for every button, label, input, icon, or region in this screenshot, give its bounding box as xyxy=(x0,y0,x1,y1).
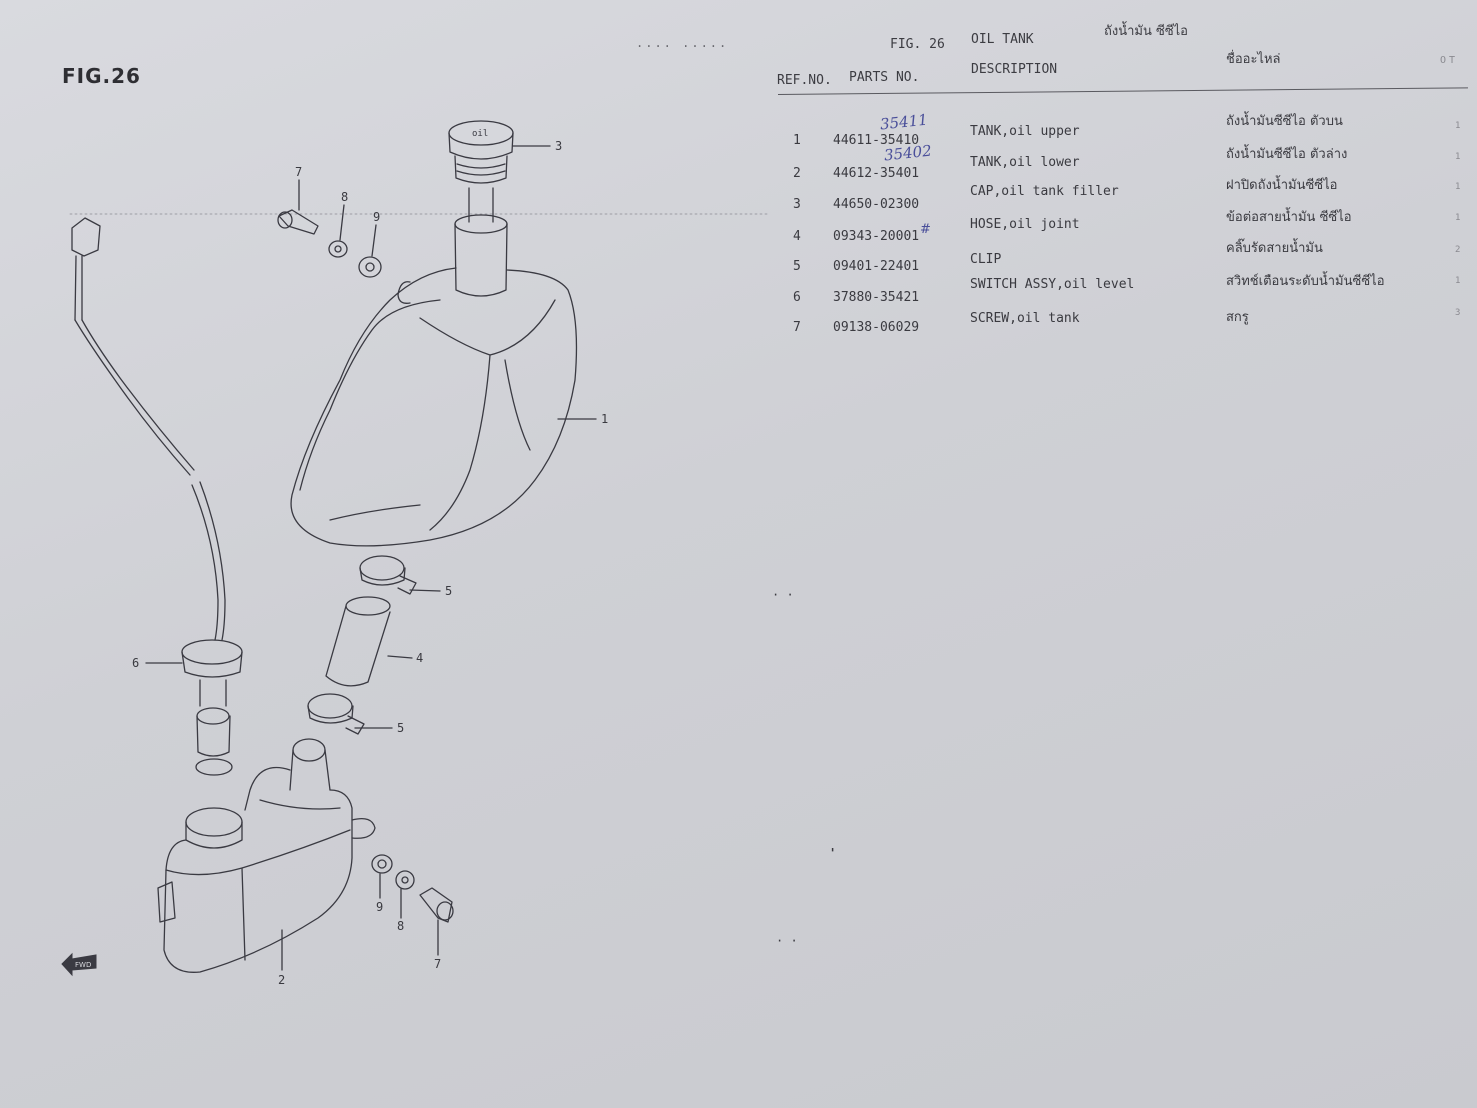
washer-8-top-drawing xyxy=(328,240,348,258)
part-no-cell: 44612-35401 xyxy=(833,166,920,181)
callout-5-upper: 5 xyxy=(445,584,452,598)
callout-1: 1 xyxy=(601,412,608,426)
description-cell: CLIP xyxy=(970,252,1002,267)
header-dots: .... ..... xyxy=(636,36,729,50)
part-no-cell: 09343-20001 xyxy=(833,229,920,244)
switch-wire-drawing xyxy=(71,217,226,641)
page-speck: · · xyxy=(772,588,794,602)
washer-8-bottom-drawing xyxy=(395,870,415,890)
callout-5-lower: 5 xyxy=(397,721,404,735)
thai-cell: ข้อต่อสายน้ำมัน ซีซีไอ xyxy=(1226,210,1352,225)
header-fig-number: FIG. 26 xyxy=(890,37,945,52)
ref-cell: 1 xyxy=(793,133,801,148)
description-cell: TANK,oil lower xyxy=(970,155,1080,170)
callout-2: 2 xyxy=(278,973,285,987)
oil-level-switch-drawing xyxy=(181,639,243,776)
thai-cell: ถังน้ำมันซีซีไอ ตัวล่าง xyxy=(1226,147,1348,162)
column-header-description: DESCRIPTION xyxy=(971,62,1058,77)
clip-bottom-drawing xyxy=(307,693,365,735)
callout-7-lower: 7 xyxy=(434,957,441,971)
figure-label: FIG.26 xyxy=(62,64,141,88)
washer-9-bottom-drawing xyxy=(371,854,393,874)
handwritten-hash-mark: # xyxy=(920,222,931,237)
callout-6: 6 xyxy=(132,656,139,670)
callout-8-upper: 8 xyxy=(341,190,348,204)
filler-cap-drawing: oil xyxy=(448,120,514,223)
page-speck: ' xyxy=(829,846,837,860)
part-no-cell: 44650-02300 xyxy=(833,197,920,212)
ref-cell: 6 xyxy=(793,290,801,305)
page-speck: · · xyxy=(776,934,798,948)
screw-bottom-drawing xyxy=(419,887,454,923)
qty-cell: 1 xyxy=(1455,213,1461,223)
part-no-cell: 09138-06029 xyxy=(833,320,920,335)
callout-9-upper: 9 xyxy=(373,210,380,224)
callout-8-lower: 8 xyxy=(397,919,404,933)
qty-cell: 1 xyxy=(1455,152,1461,162)
part-no-cell: 09401-22401 xyxy=(833,259,920,274)
qty-cell: 1 xyxy=(1455,276,1461,286)
qty-cell: 1 xyxy=(1455,121,1461,131)
description-cell: SCREW,oil tank xyxy=(970,311,1080,326)
qty-cell: 3 xyxy=(1455,308,1461,318)
description-cell: SWITCH ASSY,oil level xyxy=(970,277,1135,292)
part-no-cell: 44611-35410 xyxy=(833,133,920,148)
callout-3: 3 xyxy=(555,139,562,153)
thai-cell: ฝาปิดถังน้ำมันซีซีไอ xyxy=(1226,178,1338,193)
svg-text:oil: oil xyxy=(472,129,488,139)
ref-cell: 3 xyxy=(793,197,801,212)
part-no-cell: 37880-35421 xyxy=(833,290,920,305)
front-marker-label: FWD xyxy=(75,961,91,969)
description-cell: TANK,oil upper xyxy=(970,124,1080,139)
column-header-thai-description: ชื่ออะไหล่ xyxy=(1226,52,1281,67)
ref-cell: 5 xyxy=(793,259,801,274)
clip-top-drawing xyxy=(359,555,417,595)
thai-cell: สกรู xyxy=(1226,310,1249,325)
column-header-ref-no: REF.NO. xyxy=(777,73,832,88)
thai-cell: ถังน้ำมันซีซีไอ ตัวบน xyxy=(1226,114,1343,129)
upper-oil-tank-drawing xyxy=(290,214,578,547)
ref-cell: 4 xyxy=(793,229,801,244)
column-header-parts-no: PARTS NO. xyxy=(849,70,920,85)
header-title: OIL TANK xyxy=(971,32,1034,47)
lower-oil-tank-drawing xyxy=(157,738,376,973)
callout-7-upper: 7 xyxy=(295,165,302,179)
description-cell: CAP,oil tank filler xyxy=(970,184,1119,199)
ref-cell: 2 xyxy=(793,166,801,181)
ref-cell: 7 xyxy=(793,320,801,335)
front-arrow-icon: FWD xyxy=(61,952,97,977)
header-thai-title: ถังน้ำมัน ซีซีไอ xyxy=(1104,24,1188,39)
screw-top-drawing xyxy=(277,209,319,235)
qty-cell: 2 xyxy=(1455,245,1461,255)
description-cell: HOSE,oil joint xyxy=(970,217,1080,232)
callout-9-lower: 9 xyxy=(376,900,383,914)
qty-cell: 1 xyxy=(1455,182,1461,192)
hose-drawing xyxy=(325,596,391,687)
washer-9-top-drawing xyxy=(358,256,382,278)
thai-cell: คลิ๊บรัดสายน้ำมัน xyxy=(1226,241,1323,256)
page-edge-text: OT xyxy=(1440,55,1459,66)
thai-cell: สวิทช์เตือนระดับน้ำมันซีซีไอ xyxy=(1226,274,1385,289)
callout-4: 4 xyxy=(416,651,423,665)
